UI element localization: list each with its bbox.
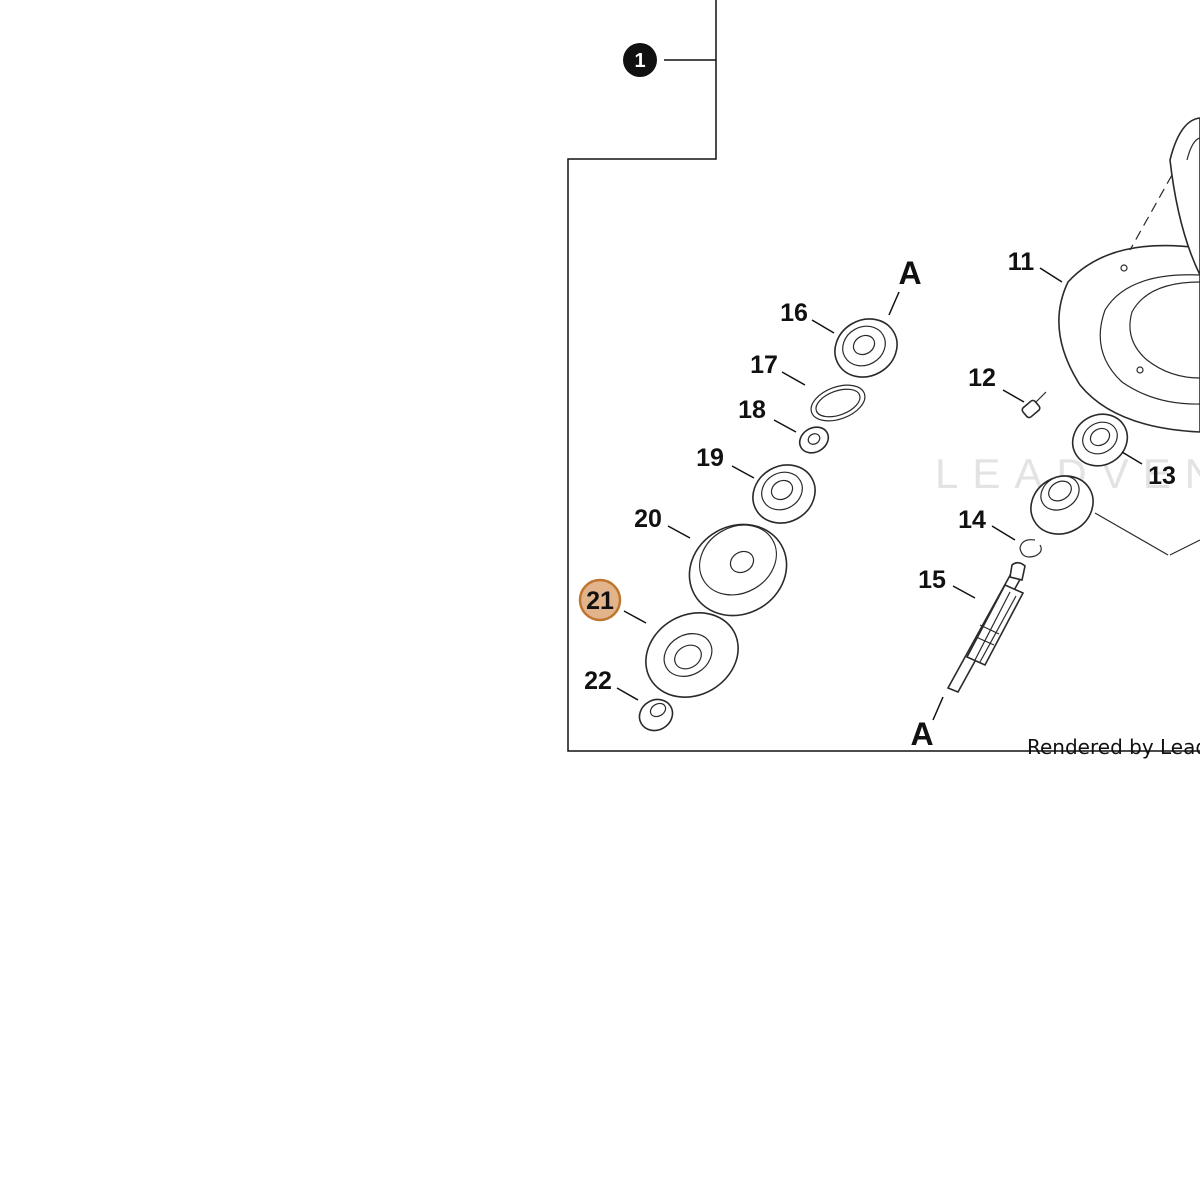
leader-17 — [781, 371, 806, 386]
part-11-gear-housing[interactable] — [1058, 117, 1200, 556]
part-18-washer[interactable] — [795, 422, 833, 458]
part-15-splined-shaft[interactable] — [946, 561, 1026, 694]
arrow-a-top-leader — [888, 291, 900, 316]
callout-17[interactable]: 17 — [750, 351, 778, 379]
callout-19[interactable]: 19 — [696, 444, 724, 472]
part-19-bearing[interactable] — [742, 454, 825, 534]
leader-20 — [667, 525, 691, 539]
callout-20[interactable]: 20 — [634, 505, 662, 533]
callout-21: 21 — [586, 587, 614, 615]
leader-15 — [952, 585, 976, 599]
part-17-circlip[interactable] — [806, 378, 870, 427]
leader-13 — [1121, 451, 1143, 465]
leader-21 — [623, 610, 647, 624]
part-14-snap-ring[interactable] — [1019, 539, 1042, 558]
group-badge[interactable]: 1 — [623, 43, 657, 77]
render-credit: Rendered by LeadVen — [1027, 735, 1200, 759]
leader-11 — [1039, 267, 1063, 283]
leader-22 — [616, 687, 639, 701]
callout-21-highlight[interactable]: 21 — [578, 578, 622, 622]
callout-18[interactable]: 18 — [738, 396, 766, 424]
arrow-a-top-label: A — [898, 255, 921, 291]
group-frame — [567, 0, 1200, 752]
part-12-screw[interactable] — [1021, 391, 1047, 419]
part-20-pulley[interactable] — [673, 507, 804, 633]
callout-12[interactable]: 12 — [968, 364, 996, 392]
callout-22[interactable]: 22 — [584, 667, 612, 695]
arrow-a-bottom-label: A — [910, 716, 933, 752]
leader-14 — [991, 525, 1016, 541]
part-21-spacer-disc[interactable] — [630, 596, 753, 713]
arrow-a-bottom-leader — [932, 696, 944, 721]
leader-12 — [1002, 389, 1025, 403]
callout-15[interactable]: 15 — [918, 566, 946, 594]
leader-18 — [773, 419, 797, 433]
callout-13[interactable]: 13 — [1148, 462, 1176, 490]
group-badge-label: 1 — [634, 50, 645, 72]
part-13-pinion-gear[interactable] — [1020, 465, 1103, 545]
leader-19 — [731, 465, 755, 479]
callout-16[interactable]: 16 — [780, 299, 808, 327]
part-13-ball-bearing[interactable] — [1063, 404, 1136, 475]
callout-14[interactable]: 14 — [958, 506, 986, 534]
leader-16 — [811, 319, 835, 334]
part-22-bushing[interactable] — [634, 694, 678, 737]
callout-11[interactable]: 11 — [1008, 248, 1035, 276]
part-16-bearing[interactable] — [824, 308, 907, 388]
